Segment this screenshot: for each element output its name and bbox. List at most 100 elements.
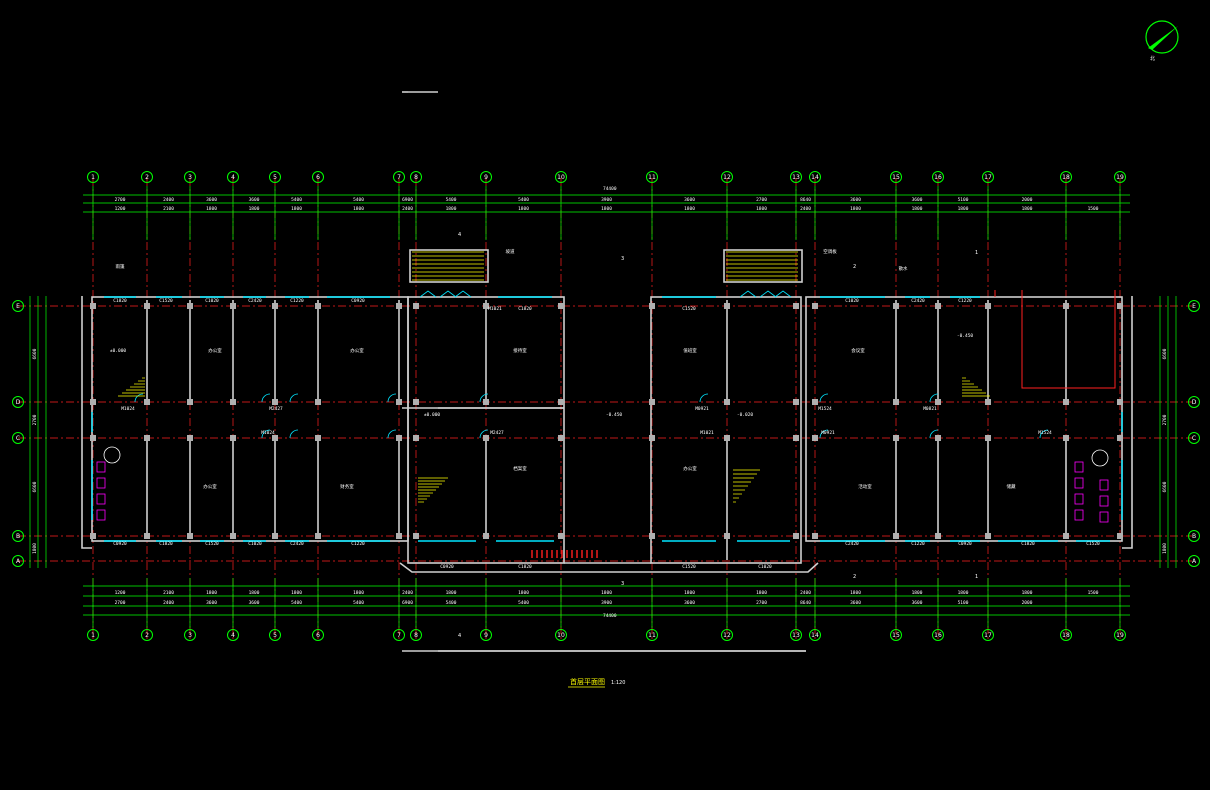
window-label: C1020	[248, 541, 262, 547]
dimension-text: 1800	[912, 206, 923, 212]
window-label: C1820	[159, 541, 173, 547]
door-double	[439, 290, 457, 298]
dimension-text: 1800	[958, 590, 969, 596]
axis-bubble-right: E	[1188, 300, 1200, 312]
axis-bubble-label: 19	[1116, 632, 1124, 639]
dimension-text: 2400	[800, 590, 811, 596]
structural-column	[724, 303, 730, 309]
axis-bubble-label: B	[16, 533, 20, 540]
dimension-text: 6600	[1162, 348, 1168, 359]
toilet-fixture	[1074, 477, 1084, 489]
toilet-fixture	[1074, 509, 1084, 521]
grid-lines	[18, 178, 1192, 640]
door-swing	[387, 429, 397, 439]
structural-column	[724, 533, 730, 539]
dimension-text: 5100	[958, 600, 969, 606]
axis-bubble-right: C	[1188, 432, 1200, 444]
door-label: M2427	[490, 430, 504, 436]
dimension-text: 3600	[249, 197, 260, 203]
axis-bubble-circle	[932, 629, 944, 641]
axis-bubble-circle	[890, 629, 902, 641]
elevation-label: -0.450	[606, 412, 623, 418]
axis-bubble-bottom: 15	[890, 629, 902, 641]
toilet-fixture	[96, 477, 106, 489]
structural-column	[90, 303, 96, 309]
axis-bubble-left: C	[12, 432, 24, 444]
dimension-text: 2700	[756, 197, 767, 203]
axis-bubble-circle	[790, 629, 802, 641]
axis-bubble-bottom: 14	[809, 629, 821, 641]
stairs	[118, 251, 990, 503]
structural-column	[396, 533, 402, 539]
dimension-text: 3600	[912, 197, 923, 203]
structural-column	[649, 303, 655, 309]
dimension-text: 2700	[115, 197, 126, 203]
axis-bubble-label: 16	[934, 632, 942, 639]
axis-bubble-circle	[1188, 300, 1200, 312]
room-label: 活动室	[858, 483, 872, 490]
structural-column	[812, 399, 818, 405]
axis-bubble-circle	[790, 171, 802, 183]
elevation-label: ±0.000	[110, 348, 127, 354]
elevation-label: -0.450	[957, 333, 974, 339]
axis-bubble-left: B	[12, 530, 24, 542]
dimension-text: 2700	[1162, 414, 1168, 425]
dimension-text: 1200	[115, 590, 126, 596]
dimension-text: 1800	[912, 590, 923, 596]
structural-column	[1117, 435, 1123, 441]
structural-column	[724, 435, 730, 441]
axis-bubble-circle	[555, 629, 567, 641]
dimension-text: 1800	[518, 590, 529, 596]
axis-bubble-label: 18	[1062, 632, 1070, 639]
window-label: C0920	[440, 564, 454, 570]
misc-label: 坡道	[506, 248, 515, 255]
axis-bubble-bottom: 1	[87, 629, 99, 641]
axis-bubble-right: B	[1188, 530, 1200, 542]
axis-bubble-label: 4	[231, 632, 235, 639]
axis-bubble-circle	[890, 171, 902, 183]
axis-bubble-circle	[12, 300, 24, 312]
wall-platform	[399, 562, 819, 573]
axis-bubble-circle	[646, 629, 658, 641]
dimension-texts: 2700270024002400360036003600360054005400…	[32, 197, 1168, 606]
axis-bubble-bottom: 19	[1114, 629, 1126, 641]
section-mark: 2	[853, 264, 856, 270]
axis-bubble-circle	[721, 171, 733, 183]
dimension-text: 6600	[32, 481, 38, 492]
total-dimension-top: 74400	[603, 186, 617, 192]
misc-label: 空调板	[823, 248, 837, 255]
axis-bubble-circle	[1060, 629, 1072, 641]
toilet-fixture	[1099, 495, 1109, 507]
axis-bubble-label: 5	[273, 174, 277, 181]
axis-bubble-top: 7	[393, 171, 405, 183]
axis-bubble-label: 16	[934, 174, 942, 181]
structural-column	[893, 303, 899, 309]
axis-bubble-top: 6	[312, 171, 324, 183]
axis-bubble-circle	[982, 629, 994, 641]
window-label: C1020	[845, 298, 859, 304]
dimension-text: 6600	[1162, 481, 1168, 492]
dimension-text: 1500	[1088, 590, 1099, 596]
dimension-text: 5400	[291, 600, 302, 606]
dimension-text: 3900	[601, 197, 612, 203]
dimension-text: 5400	[353, 600, 364, 606]
axis-bubble-bottom: 7	[393, 629, 405, 641]
window-label: C1520	[159, 298, 173, 304]
door-double	[739, 290, 757, 298]
toilet-fixture	[1099, 511, 1109, 523]
room-label: 办公室	[208, 347, 222, 354]
structural-column	[893, 533, 899, 539]
axis-bubble-top: 16	[932, 171, 944, 183]
structural-column	[187, 435, 193, 441]
room-label: 储藏	[1007, 483, 1016, 490]
axis-bubble-circle	[1188, 555, 1200, 567]
door-label: M0921	[821, 430, 835, 436]
axis-bubble-circle	[1188, 432, 1200, 444]
door-double	[759, 290, 777, 298]
dimension-text: 1800	[958, 206, 969, 212]
dimension-text: 6600	[32, 348, 38, 359]
toilet-fixture	[96, 493, 106, 505]
door-double	[774, 290, 792, 298]
structural-column	[90, 533, 96, 539]
